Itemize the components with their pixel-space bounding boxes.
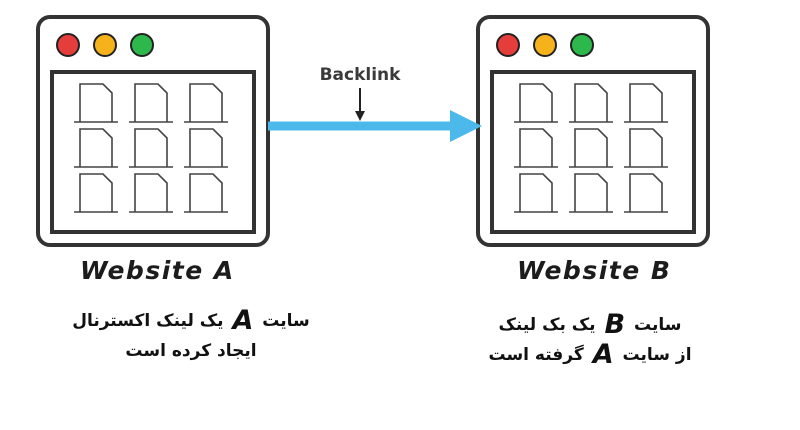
file-icon xyxy=(189,128,223,167)
caption-text: سایت xyxy=(628,315,682,335)
file-icon xyxy=(629,173,663,212)
website-a-caption: سایت A یک لینک اکسترنال ایجاد کرده است xyxy=(56,306,326,366)
file-icon xyxy=(574,173,608,212)
minimize-dot-icon xyxy=(93,33,117,57)
caption-line: سایت A یک لینک اکسترنال xyxy=(56,306,326,336)
caption-text: ایجاد کرده است xyxy=(125,341,257,361)
maximize-dot-icon xyxy=(570,33,594,57)
caption-text: سایت xyxy=(256,311,310,331)
file-icon xyxy=(574,83,608,122)
browser-content-area xyxy=(490,70,696,234)
website-a-window xyxy=(36,15,270,247)
backlink-pointer-arrow xyxy=(355,88,365,121)
site-letter: B xyxy=(604,309,626,340)
backlink-arrow xyxy=(268,110,482,142)
file-icon xyxy=(79,173,113,212)
browser-content-area xyxy=(50,70,256,234)
file-icon xyxy=(574,128,608,167)
caption-text: گرفته است xyxy=(488,345,590,365)
caption-text: یک بک لینک xyxy=(498,315,602,335)
website-a-title: Website A xyxy=(80,256,235,285)
file-icon xyxy=(629,128,663,167)
file-icon xyxy=(79,128,113,167)
site-letter: A xyxy=(232,305,254,336)
arrow-head xyxy=(450,110,482,142)
file-icon xyxy=(629,83,663,122)
file-icon xyxy=(519,83,553,122)
file-icon xyxy=(519,173,553,212)
caption-line: ایجاد کرده است xyxy=(56,336,326,366)
file-icon xyxy=(134,128,168,167)
file-icon xyxy=(134,83,168,122)
minimize-dot-icon xyxy=(533,33,557,57)
caption-text: از سایت xyxy=(616,345,692,365)
caption-line: سایت B یک بک لینک xyxy=(465,310,715,340)
site-letter: A xyxy=(592,339,614,370)
website-b-title: Website B xyxy=(517,256,672,285)
file-icon xyxy=(189,173,223,212)
file-icon xyxy=(189,83,223,122)
website-b-window xyxy=(476,15,710,247)
file-icon xyxy=(79,83,113,122)
file-icon xyxy=(519,128,553,167)
backlink-label: Backlink xyxy=(320,65,402,85)
close-dot-icon xyxy=(56,33,80,57)
caption-line: از سایت A گرفته است xyxy=(465,340,715,370)
caption-text: یک لینک اکسترنال xyxy=(72,311,230,331)
file-icon xyxy=(134,173,168,212)
close-dot-icon xyxy=(496,33,520,57)
maximize-dot-icon xyxy=(130,33,154,57)
